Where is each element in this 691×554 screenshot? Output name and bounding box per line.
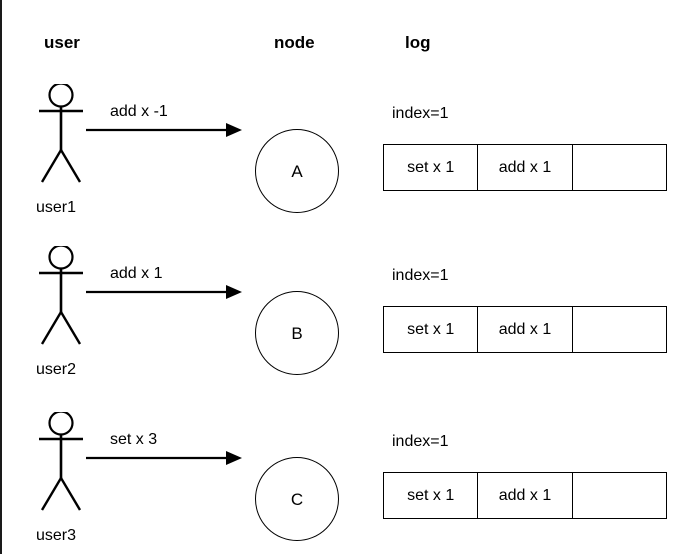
log-cell: add x 1: [478, 473, 573, 518]
node-circle: C: [255, 457, 339, 541]
actor-label: user3: [36, 527, 77, 544]
diagram-row: user3 set x 3 C index=1 set x 1 add x 1: [2, 412, 691, 554]
log-index-label: index=1: [392, 267, 449, 284]
log-cell: add x 1: [478, 307, 573, 352]
actor-label: user1: [36, 199, 77, 216]
log-cell-empty: [573, 307, 666, 352]
stick-figure-actor-icon: [32, 412, 142, 552]
node-circle: B: [255, 291, 339, 375]
diagram-row: user1 add x -1 A index=1 set x 1 add x 1: [2, 84, 691, 254]
message-arrow-icon: [86, 284, 246, 300]
stick-figure-actor-icon: [32, 84, 142, 224]
message-arrow-icon: [86, 122, 246, 138]
log-table: set x 1 add x 1: [383, 472, 667, 519]
log-table: set x 1 add x 1: [383, 144, 667, 191]
diagram-row: user2 add x 1 B index=1 set x 1 add x 1: [2, 246, 691, 416]
log-cell: set x 1: [384, 145, 479, 190]
node-circle: A: [255, 129, 339, 213]
stick-figure-actor-icon: [32, 246, 142, 386]
actor-label: user2: [36, 361, 77, 378]
log-cell-empty: [573, 473, 666, 518]
node-label: A: [291, 161, 303, 181]
message-label: add x -1: [110, 103, 168, 120]
log-cell: set x 1: [384, 307, 479, 352]
message-label: set x 3: [110, 431, 158, 448]
log-index-label: index=1: [392, 433, 449, 450]
log-cell-empty: [573, 145, 666, 190]
column-heading-user: user: [44, 33, 80, 52]
message-label: add x 1: [110, 265, 163, 282]
log-cell: add x 1: [478, 145, 573, 190]
log-index-label: index=1: [392, 105, 449, 122]
log-cell: set x 1: [384, 473, 479, 518]
log-table: set x 1 add x 1: [383, 306, 667, 353]
node-label: B: [291, 323, 303, 343]
node-label: C: [290, 489, 304, 509]
column-heading-node: node: [274, 33, 315, 52]
column-heading-log: log: [405, 33, 431, 52]
message-arrow-icon: [86, 450, 246, 466]
